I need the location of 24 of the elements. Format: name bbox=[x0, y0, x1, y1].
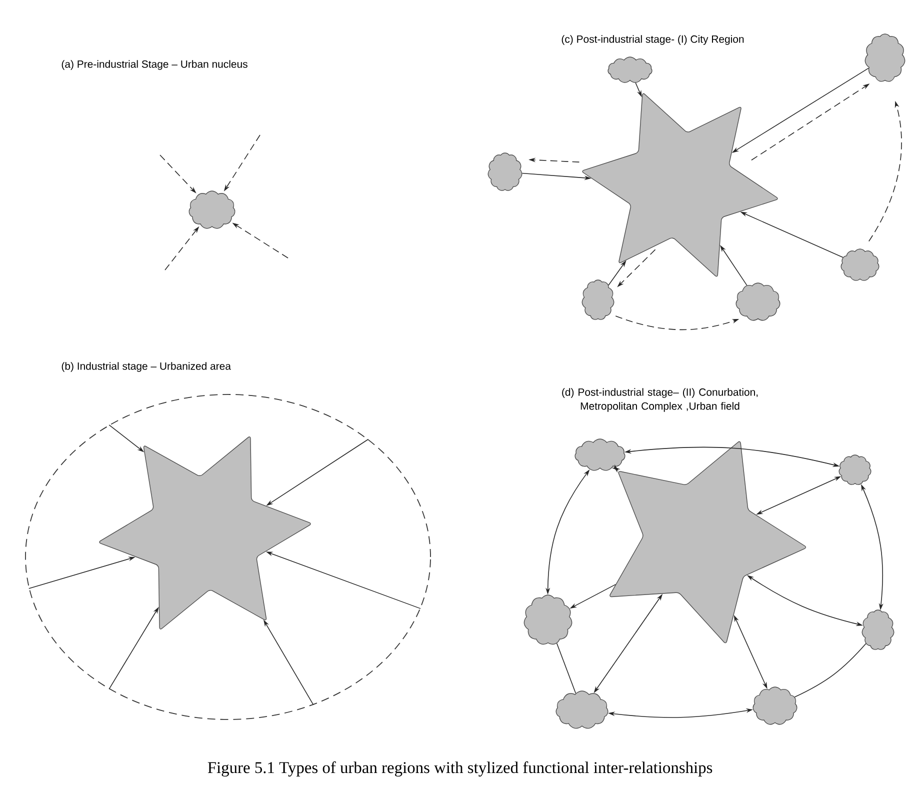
town-blob bbox=[838, 454, 872, 485]
town-blob bbox=[556, 690, 608, 729]
urbanized-area-outline bbox=[25, 394, 431, 720]
town-blob bbox=[574, 438, 626, 471]
town-blob bbox=[608, 56, 652, 83]
town-blob bbox=[864, 34, 906, 82]
town-blob bbox=[582, 280, 614, 320]
panel-title: (a) Pre-industrial Stage – Urban nucleus bbox=[62, 60, 248, 70]
panel-title: (d) Post-industrial stage– (II) Conurbation, Metropolitan Complex ,Urban field bbox=[562, 388, 758, 412]
link-line bbox=[556, 642, 576, 694]
town-blob bbox=[188, 190, 236, 229]
town-blob bbox=[862, 610, 894, 650]
link-line bbox=[794, 643, 866, 698]
figure-caption: Figure 5.1 Types of urban regions with stylized functional inter-relationships bbox=[208, 761, 712, 777]
panel-title: (b) Industrial stage – Urbanized area bbox=[62, 362, 231, 372]
town-blob bbox=[736, 282, 780, 321]
city-star bbox=[582, 93, 778, 277]
town-blob bbox=[524, 594, 572, 645]
town-blob bbox=[488, 152, 522, 191]
city-star bbox=[99, 436, 311, 630]
panel-title: (c) Post-industrial stage- (I) City Region bbox=[562, 35, 744, 45]
town-blob bbox=[752, 686, 798, 725]
town-blob bbox=[840, 248, 880, 281]
city-star bbox=[610, 441, 806, 644]
